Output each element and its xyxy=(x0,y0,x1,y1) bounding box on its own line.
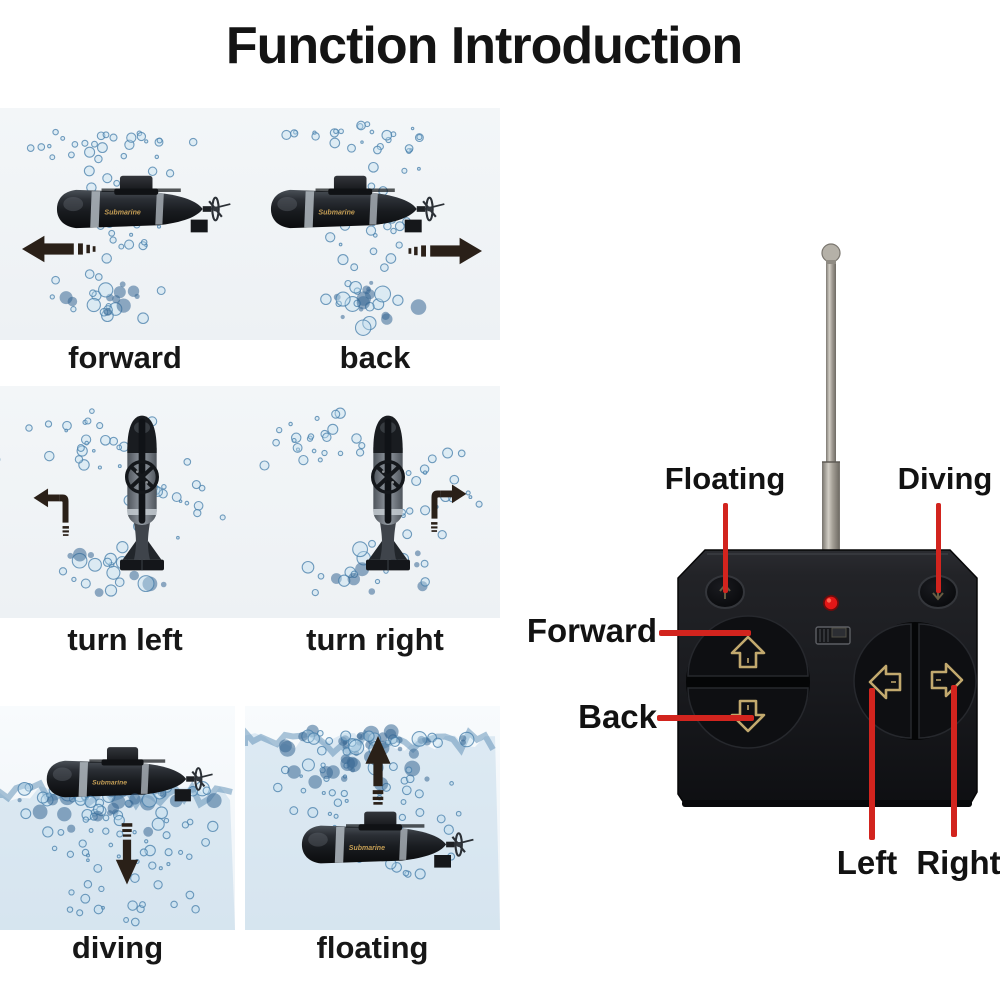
panel-turn-left-photo xyxy=(0,386,250,618)
label-floating: Floating xyxy=(664,461,786,496)
left-arrow-icon xyxy=(22,235,96,263)
callout-line-forward xyxy=(659,630,751,636)
submarine-side-illustration xyxy=(55,174,232,234)
caption-floating: floating xyxy=(316,930,429,965)
label-left: Left xyxy=(836,844,898,881)
right-button xyxy=(918,623,977,739)
right-arrow-icon xyxy=(408,237,482,265)
callout-line-right xyxy=(951,685,957,837)
panel-forward-photo xyxy=(0,108,250,340)
caption-turn-left: turn left xyxy=(67,622,183,657)
caption-turn-right: turn right xyxy=(306,622,444,657)
callout-line-left xyxy=(869,688,875,840)
submarine-side-illustration xyxy=(45,746,214,803)
page-title: Function Introduction xyxy=(225,17,743,75)
panel-floating-photo xyxy=(245,706,500,930)
callout-line-diving xyxy=(936,503,941,593)
bubbles-layer xyxy=(281,120,427,336)
label-right: Right xyxy=(916,844,1000,881)
left-button xyxy=(853,623,912,739)
power-switch xyxy=(815,626,851,645)
caption-back: back xyxy=(339,340,411,375)
remote-controller xyxy=(677,243,978,807)
splash-layer xyxy=(32,793,170,838)
caption-diving: diving xyxy=(71,930,164,965)
callout-line-back xyxy=(657,715,754,721)
callout-line-floating xyxy=(723,503,728,593)
water-surface-layer xyxy=(0,776,235,930)
turn-left-arrow-icon xyxy=(33,488,69,536)
power-led xyxy=(823,595,839,611)
turn-right-arrow-icon xyxy=(431,484,467,532)
panel-diving-photo xyxy=(0,706,235,930)
panel-back-photo xyxy=(250,108,500,340)
bubbles-layer xyxy=(0,408,226,597)
telescopic-antenna-icon xyxy=(821,243,841,555)
label-forward: Forward xyxy=(526,612,657,649)
caption-forward: forward xyxy=(68,340,182,375)
panel-turn-right-photo xyxy=(250,386,500,618)
body-bottom-lip xyxy=(682,800,972,807)
label-diving: Diving xyxy=(897,461,993,496)
submarine-side-illustration xyxy=(269,174,446,234)
label-back: Back xyxy=(578,698,657,735)
